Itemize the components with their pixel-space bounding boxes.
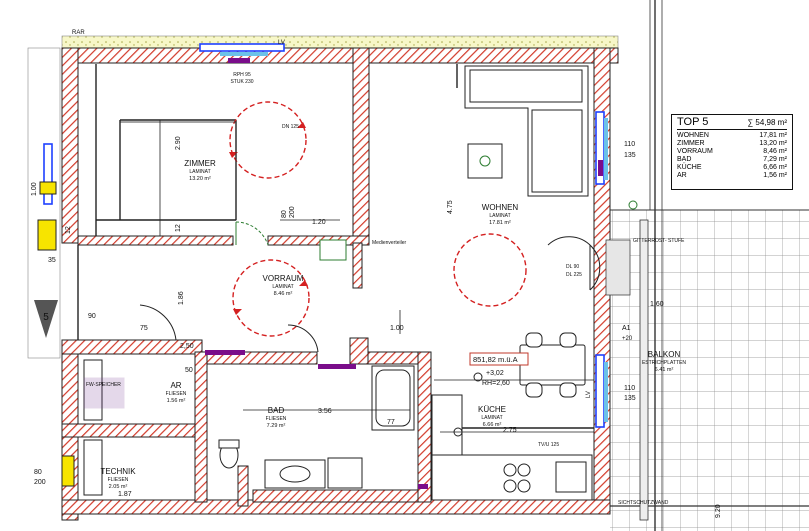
room-ar-name: AR bbox=[170, 381, 181, 390]
label-gitter: GITTERROST- STUFE bbox=[633, 238, 685, 244]
ventilation-circles bbox=[229, 101, 527, 337]
dim-80: 80 bbox=[281, 210, 288, 218]
dim-110-b: 110 bbox=[624, 385, 635, 392]
dim-12b: 12 bbox=[65, 226, 72, 234]
dining-table bbox=[519, 332, 586, 398]
lv-marker: LV bbox=[278, 40, 285, 46]
dim-187: 1.87 bbox=[118, 491, 132, 498]
room-kueche-name: KÜCHE bbox=[478, 405, 506, 414]
dim-77: 77 bbox=[387, 419, 395, 426]
dim-356: 3.56 bbox=[318, 408, 332, 415]
room-bad-name: BAD bbox=[268, 406, 285, 415]
fw-speicher bbox=[83, 377, 125, 409]
dim-90: 90 bbox=[88, 313, 96, 320]
label-rh2: RH=2,60 bbox=[482, 380, 510, 387]
room-balkon-name: BALKON bbox=[648, 350, 681, 359]
coffee-table bbox=[467, 143, 503, 179]
dim-250: 2,50 bbox=[180, 343, 194, 350]
room-kueche-area: 6.66 m² bbox=[483, 422, 502, 428]
label-level: 851,82 m.ü.A bbox=[473, 355, 518, 364]
dim-100-vert: 1.00 bbox=[31, 182, 38, 196]
level-box bbox=[469, 352, 529, 366]
rar-marker: RAR bbox=[72, 30, 85, 36]
summary-title: TOP 5 bbox=[677, 116, 709, 128]
label-rph: RPH 95 bbox=[233, 72, 251, 78]
dim-50: 50 bbox=[185, 367, 193, 374]
dim-80b: 80 bbox=[34, 469, 42, 476]
label-plus20: +20 bbox=[622, 336, 633, 342]
label-dn: DN 125 bbox=[282, 124, 299, 130]
dim-100-horiz: 1.00 bbox=[390, 325, 404, 332]
label-fw: FW-SPEICHER bbox=[86, 382, 121, 388]
room-wohnen-name: WOHNEN bbox=[482, 203, 519, 212]
dim-275: 2.75 bbox=[503, 427, 517, 434]
room-balkon-floor: ESTRICHPLATTEN bbox=[642, 360, 686, 366]
room-zimmer-floor: LAMINAT bbox=[189, 169, 210, 175]
room-vorraum-area: 8.46 m² bbox=[274, 291, 293, 297]
room-wohnen-floor: LAMINAT bbox=[489, 213, 510, 219]
room-zimmer-name: ZIMMER bbox=[184, 159, 216, 168]
room-bad-area: 7.29 m² bbox=[267, 423, 286, 429]
room-vorraum-name: VORRAUM bbox=[263, 274, 304, 283]
dim-35: 35 bbox=[48, 257, 56, 264]
label-a1: A1 bbox=[622, 325, 631, 332]
kitchen-counter bbox=[431, 394, 593, 501]
label-medien: Medienverteiler bbox=[372, 240, 407, 246]
yellow-box bbox=[37, 219, 57, 251]
label-stuk: STUK 230 bbox=[230, 79, 253, 85]
svg-text:5: 5 bbox=[43, 312, 49, 323]
gravel-strip-top bbox=[61, 35, 619, 49]
dim-12a: 12 bbox=[175, 224, 182, 232]
section-marker: 5 bbox=[34, 300, 58, 338]
room-wohnen-area: 17.81 m² bbox=[489, 220, 511, 226]
dim-920: 9.20 bbox=[715, 504, 722, 518]
room-kueche-floor: LAMINAT bbox=[481, 415, 502, 421]
dim-135-b: 135 bbox=[624, 395, 636, 402]
dim-135-a: 135 bbox=[624, 152, 636, 159]
doors bbox=[139, 221, 601, 353]
dim-200b: 200 bbox=[34, 479, 46, 486]
dim-475: 4.75 bbox=[447, 200, 454, 214]
room-technik-name: TECHNIK bbox=[100, 467, 136, 476]
room-technik-area: 2.05 m² bbox=[109, 484, 128, 490]
dim-200: 200 bbox=[289, 206, 296, 218]
dim-186: 1.86 bbox=[178, 291, 185, 305]
room-ar-area: 1.56 m² bbox=[167, 398, 186, 404]
summary-total: ∑ 54,98 m² bbox=[747, 118, 788, 127]
dim-110-a: 110 bbox=[624, 141, 635, 148]
sofa bbox=[464, 65, 589, 197]
room-ar-floor: FLIESEN bbox=[166, 391, 187, 397]
dim-290: 2.90 bbox=[175, 136, 182, 150]
label-tv: TV/U 125 bbox=[538, 442, 559, 448]
lv-marker-2: LV bbox=[586, 391, 592, 398]
room-vorraum-floor: LAMINAT bbox=[272, 284, 293, 290]
label-dl2: DL 225 bbox=[566, 272, 582, 278]
room-zimmer-area: 13.20 m² bbox=[189, 176, 211, 182]
room-technik-floor: FLIESEN bbox=[108, 477, 129, 483]
room-bad-floor: FLIESEN bbox=[266, 416, 287, 422]
dim-160: 1.60 bbox=[650, 301, 664, 308]
label-rh: +3,02 bbox=[486, 370, 504, 377]
dim-120: 1.20 bbox=[312, 219, 326, 226]
bathroom-fixtures bbox=[218, 365, 415, 489]
label-dl1: DL 90 bbox=[566, 264, 579, 270]
label-sicht: SICHTSCHUTZWAND bbox=[618, 500, 669, 506]
room-balkon-area: 6.41 m² bbox=[655, 367, 674, 373]
dim-75: 75 bbox=[140, 325, 148, 332]
